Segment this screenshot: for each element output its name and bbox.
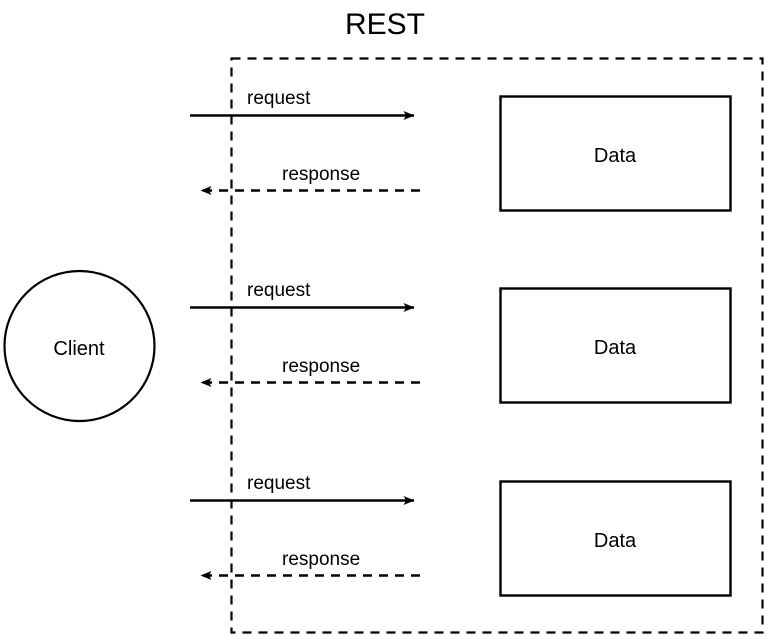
data-box-1 bbox=[499, 95, 732, 212]
data-box-2 bbox=[499, 287, 732, 404]
response-label-1: response bbox=[282, 164, 361, 185]
request-label-1: request bbox=[247, 88, 311, 109]
rest-boundary-box bbox=[230, 57, 764, 634]
data-box-label-2: Data bbox=[593, 337, 637, 359]
request-label-3: request bbox=[247, 473, 311, 494]
data-box-3 bbox=[499, 480, 732, 597]
request-label-2: request bbox=[247, 280, 311, 301]
client-node-label: Client bbox=[53, 338, 105, 360]
response-label-2: response bbox=[282, 356, 361, 377]
response-label-3: response bbox=[282, 549, 361, 570]
client-node-shape bbox=[3, 269, 156, 423]
data-box-label-1: Data bbox=[593, 145, 637, 167]
data-box-label-3: Data bbox=[593, 530, 637, 552]
diagram-title: REST bbox=[344, 8, 426, 41]
